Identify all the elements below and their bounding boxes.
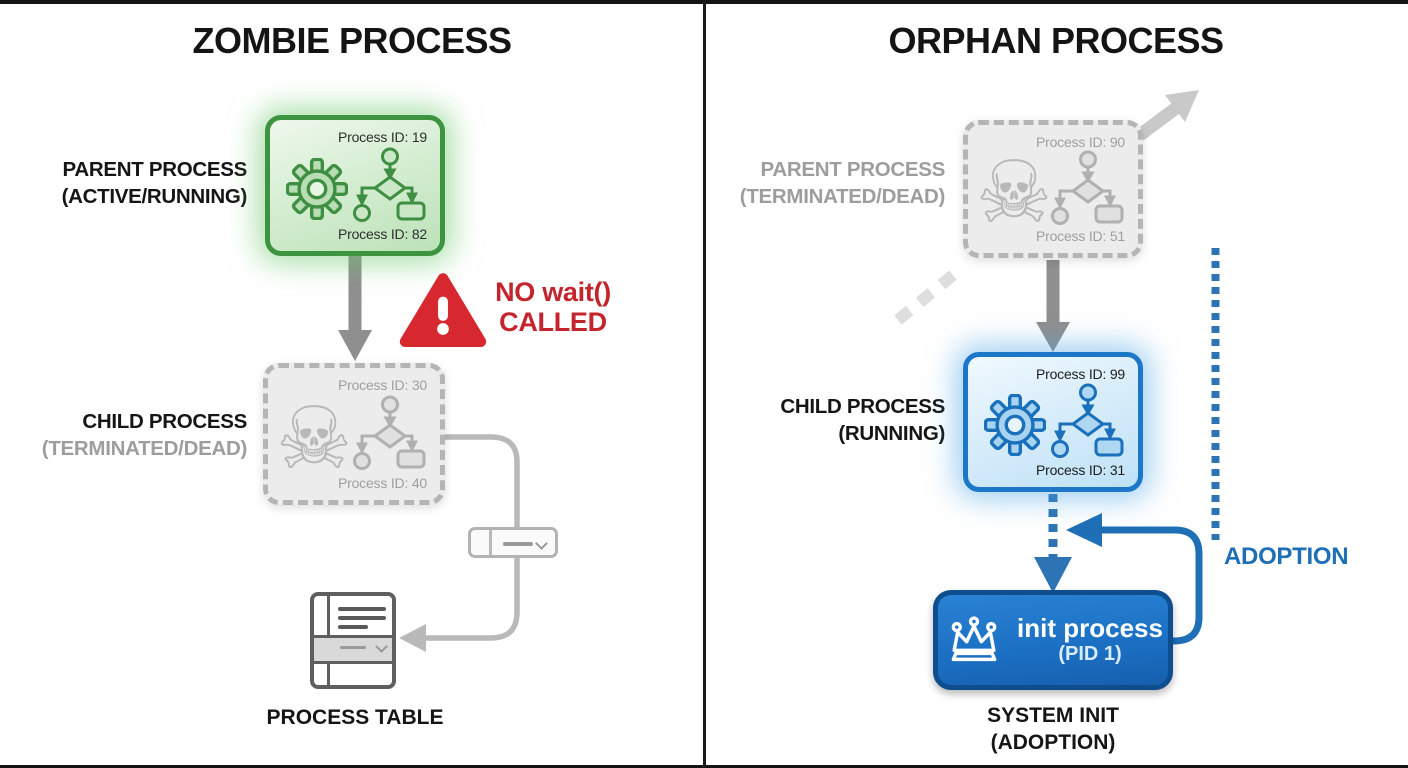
- zombie-parent-process-box: Process ID: 19: [265, 115, 445, 256]
- skull-crossbones-icon: ☠: [275, 389, 353, 489]
- orphan-child-pid-top: Process ID: 99: [1035, 366, 1125, 382]
- adoption-curve-arrow: [1066, 513, 1203, 645]
- zombie-child-pid-bottom: Process ID: 40: [337, 475, 427, 491]
- init-pid-label: (PID 1): [1058, 643, 1122, 666]
- chevron-down-icon: [375, 640, 388, 653]
- flowchart-icon: [1050, 383, 1124, 474]
- panel-divider: [703, 0, 706, 768]
- init-box-text: init process (PID 1): [1017, 612, 1163, 667]
- chevron-down-icon: [535, 537, 548, 550]
- zombie-parent-pid-bottom: Process ID: 82: [337, 226, 427, 242]
- system-init-caption-line1: SYSTEM INIT: [987, 704, 1119, 727]
- system-init-caption-line2: (ADOPTION): [990, 731, 1116, 755]
- zombie-child-pid-top: Process ID: 30: [337, 377, 427, 393]
- zombie-child-process-box: Process ID: 30 ☠ Process ID: 40: [263, 363, 445, 505]
- zombie-parent-label-line1: PARENT PROCESS: [62, 158, 247, 181]
- init-process-label: init process: [1017, 612, 1163, 643]
- flowchart-icon: [1050, 150, 1124, 241]
- orphan-child-label-line1: CHILD PROCESS: [780, 395, 945, 418]
- zombie-parent-to-child-arrow: [338, 256, 372, 361]
- no-wait-line2: CALLED: [499, 307, 607, 338]
- zombie-parent-label-line2: (ACTIVE/RUNNING): [61, 185, 248, 209]
- no-wait-called-label: NO wait() CALLED: [486, 277, 620, 337]
- gear-icon: [983, 393, 1047, 461]
- orphan-panel-title: ORPHAN PROCESS: [888, 20, 1224, 61]
- zombie-child-label-line2: (TERMINATED/DEAD): [41, 437, 248, 461]
- orphan-faded-dashed-stub: [894, 266, 962, 325]
- orphan-parent-pid-bottom: Process ID: 51: [1035, 228, 1125, 244]
- flowchart-icon: [352, 147, 426, 238]
- orphan-parent-label-line1: PARENT PROCESS: [760, 158, 945, 181]
- process-table-icon: [310, 592, 396, 689]
- orphan-parent-label: PARENT PROCESS (TERMINATED/DEAD): [708, 156, 946, 210]
- zombie-child-label: CHILD PROCESS (TERMINATED/DEAD): [10, 408, 248, 462]
- zombie-panel-title: ZOMBIE PROCESS: [192, 20, 512, 61]
- orphan-parent-process-box: Process ID: 90 ☠ Process ID: 51: [963, 120, 1143, 258]
- skull-crossbones-icon: ☠: [975, 143, 1053, 243]
- no-wait-line1: NO wait(): [495, 277, 611, 307]
- orphan-parent-to-child-arrow: [1036, 260, 1070, 352]
- flowchart-icon: [352, 395, 426, 486]
- gear-icon: [285, 157, 349, 225]
- orphan-child-label: CHILD PROCESS (RUNNING): [708, 393, 945, 447]
- orphan-parent-pid-top: Process ID: 90: [1035, 134, 1125, 150]
- init-process-box: init process (PID 1): [933, 590, 1173, 690]
- process-entry-row-icon: [468, 527, 558, 558]
- zombie-child-label-line1: CHILD PROCESS: [82, 410, 247, 433]
- process-table-label: PROCESS TABLE: [266, 706, 444, 729]
- zombie-parent-label: PARENT PROCESS (ACTIVE/RUNNING): [10, 156, 248, 210]
- orphan-child-label-line2: (RUNNING): [838, 422, 945, 446]
- orphan-child-to-init-arrow: [1034, 494, 1072, 593]
- crown-icon: [943, 615, 1005, 665]
- zombie-parent-pid-top: Process ID: 19: [337, 129, 427, 145]
- orphan-parent-label-line2: (TERMINATED/DEAD): [739, 185, 946, 209]
- orphan-child-pid-bottom: Process ID: 31: [1035, 462, 1125, 478]
- adoption-label: ADOPTION: [1224, 543, 1349, 570]
- warning-triangle-icon: [398, 271, 488, 356]
- orphan-child-process-box: Process ID: 99: [963, 352, 1143, 492]
- system-init-caption: SYSTEM INIT (ADOPTION): [933, 702, 1173, 757]
